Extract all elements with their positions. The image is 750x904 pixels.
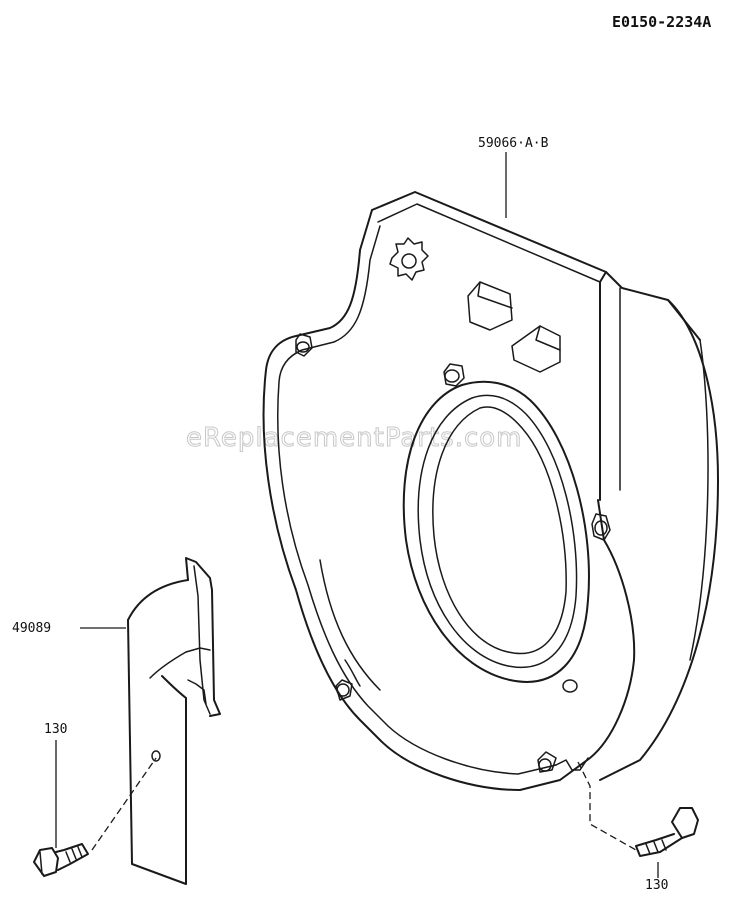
part-label-49089: 49089 [12, 621, 51, 636]
diagram-id: E0150-2234A [612, 13, 711, 31]
fan-housing[interactable] [262, 191, 719, 791]
part-label-130-right: 130 [645, 878, 668, 893]
leader-lines [55, 152, 659, 878]
bolt-right[interactable] [635, 807, 699, 857]
part-label-59066: 59066·A·B [478, 136, 549, 151]
watermark: eReplacementParts.com [186, 423, 523, 453]
guard-plate[interactable] [127, 557, 221, 885]
mount-hole [296, 341, 608, 772]
bolt-left[interactable] [33, 843, 89, 877]
gear-icon [389, 237, 429, 281]
part-label-130-left: 130 [44, 722, 67, 737]
